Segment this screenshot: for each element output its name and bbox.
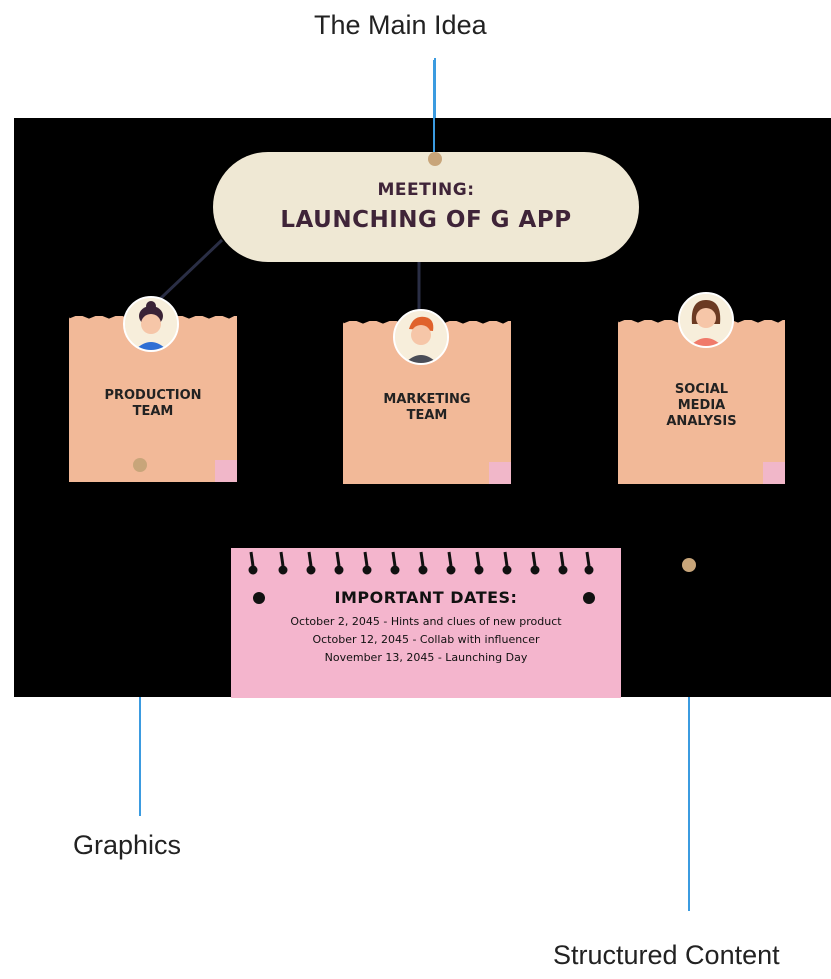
callout-dot-structured	[682, 558, 696, 572]
date-item: October 2, 2045 - Hints and clues of new…	[290, 615, 562, 628]
team-note-production: PRODUCTION TEAM	[69, 313, 237, 482]
page-fold	[763, 462, 785, 484]
callout-structured-content: Structured Content	[553, 940, 780, 970]
team-label: MARKETING TEAM	[383, 392, 471, 423]
woman-dark-hair-avatar-icon	[123, 296, 179, 352]
man-red-hair-avatar-icon	[393, 309, 449, 365]
date-item: October 12, 2045 - Collab with influence…	[312, 633, 540, 646]
callout-graphics: Graphics	[73, 830, 182, 860]
meeting-title-pill: MEETING: LAUNCHING OF G APP	[213, 152, 639, 262]
woman-brown-hair-avatar-icon	[678, 292, 734, 348]
page-fold	[489, 462, 511, 484]
team-label: PRODUCTION TEAM	[104, 388, 202, 419]
team-label: SOCIAL MEDIA ANALYSIS	[666, 382, 737, 429]
date-item: November 13, 2045 - Launching Day	[324, 651, 528, 664]
bullet-hole-left	[253, 592, 265, 604]
binder-rings	[248, 551, 594, 575]
page-fold	[215, 460, 237, 482]
important-dates-title: IMPORTANT DATES:	[334, 588, 518, 607]
callout-main-idea: The Main Idea	[314, 10, 487, 40]
meeting-title: LAUNCHING OF G APP	[280, 207, 572, 233]
meeting-label: MEETING:	[377, 180, 475, 200]
important-dates-note: IMPORTANT DATES: October 2, 2045 - Hints…	[231, 548, 621, 698]
callout-dot-graphics	[133, 458, 147, 472]
callout-line-structured	[688, 566, 690, 911]
bullet-hole-right	[583, 592, 595, 604]
callout-dot-main-idea	[428, 152, 442, 166]
